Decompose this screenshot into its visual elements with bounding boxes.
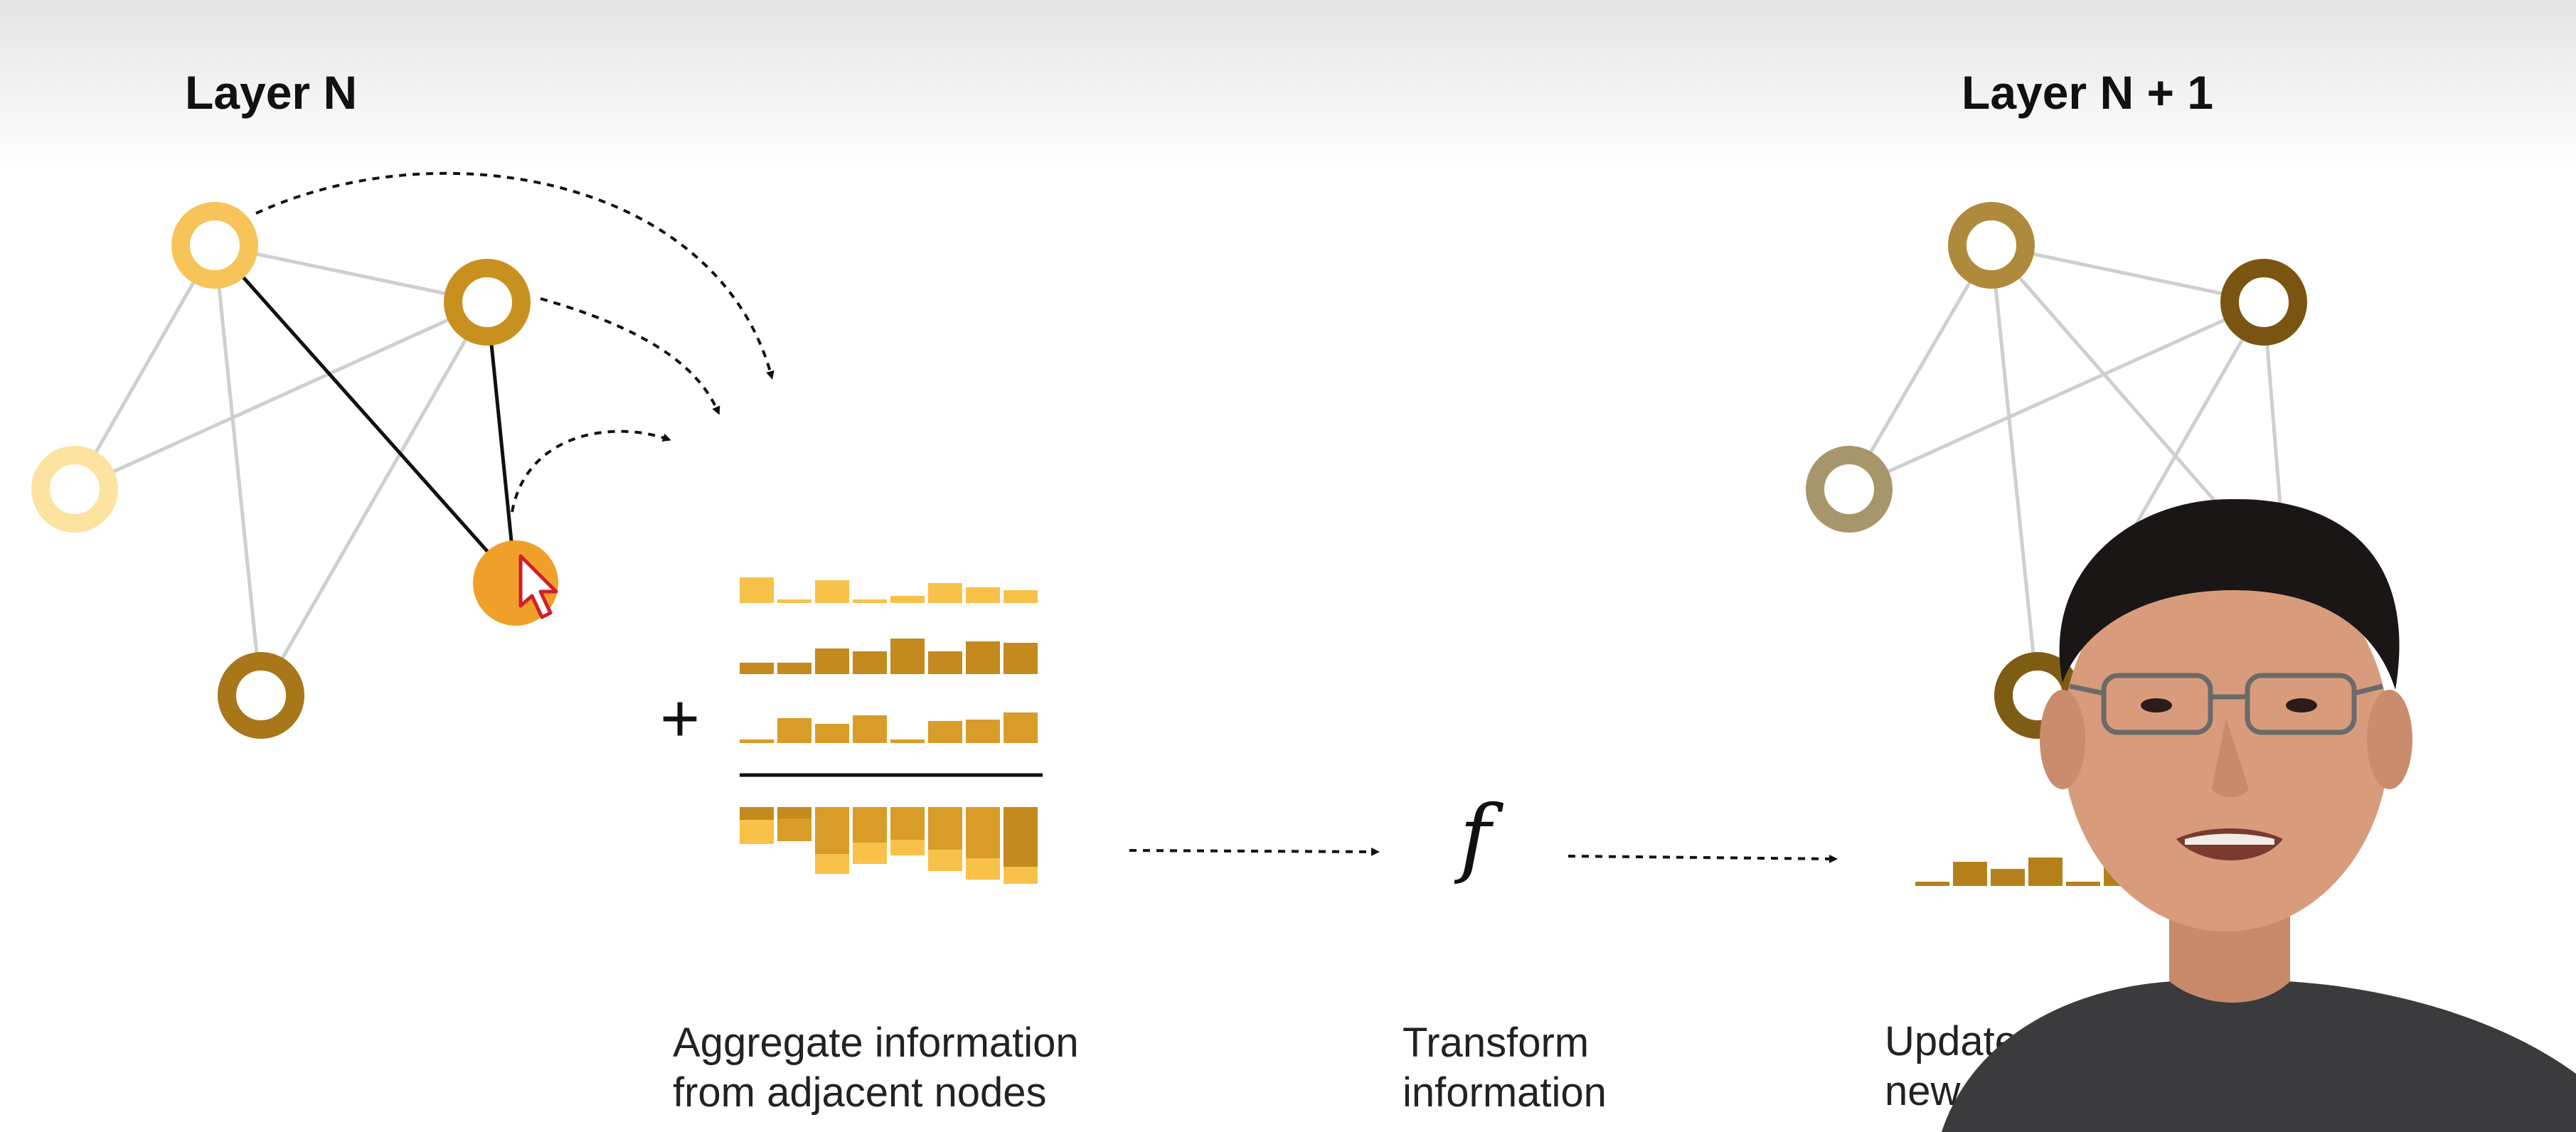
caption-aggregate-line-1: Aggregate information (673, 1020, 1079, 1066)
presenter-video-overlay (1942, 498, 2576, 1132)
right-node-1 (1948, 202, 2035, 289)
left-graph-edges (73, 243, 489, 697)
flow-arrows (1129, 847, 1838, 863)
feature-row-1 (740, 577, 1038, 603)
caption-aggregate: Aggregate information from adjacent node… (673, 1018, 1079, 1118)
layer-n-title: Layer N (185, 66, 358, 119)
caption-transform-line-1: Transform (1403, 1020, 1590, 1066)
plus-symbol: + (660, 680, 701, 757)
caption-transform-line-2: information (1403, 1069, 1607, 1116)
right-graph-nodes (1806, 202, 2307, 739)
right-node-3 (1806, 446, 1893, 533)
node-dark (218, 652, 304, 739)
left-graph-nodes (31, 202, 558, 739)
right-node-2 (2220, 259, 2307, 346)
feature-row-3 (740, 712, 1038, 743)
aggregated-bars (740, 807, 1038, 884)
node-yellow (171, 202, 258, 289)
neighbor-feature-bars (740, 577, 1043, 884)
top-gradient (0, 0, 2576, 171)
mouse-cursor-icon (518, 554, 558, 619)
node-light (31, 446, 118, 533)
node-orange (444, 259, 531, 346)
caption-update-line-2: new (1885, 1068, 1961, 1114)
caption-transform: Transform information (1403, 1018, 1607, 1118)
caption-aggregate-line-2: from adjacent nodes (673, 1069, 1047, 1116)
message-arcs (255, 171, 775, 513)
left-graph-active-edges (213, 244, 518, 584)
feature-row-2 (740, 639, 1038, 674)
layer-n-plus-1-title: Layer N + 1 (1962, 66, 2214, 119)
caption-update: Update new (1885, 1017, 2018, 1116)
function-symbol: f (1459, 788, 1491, 887)
